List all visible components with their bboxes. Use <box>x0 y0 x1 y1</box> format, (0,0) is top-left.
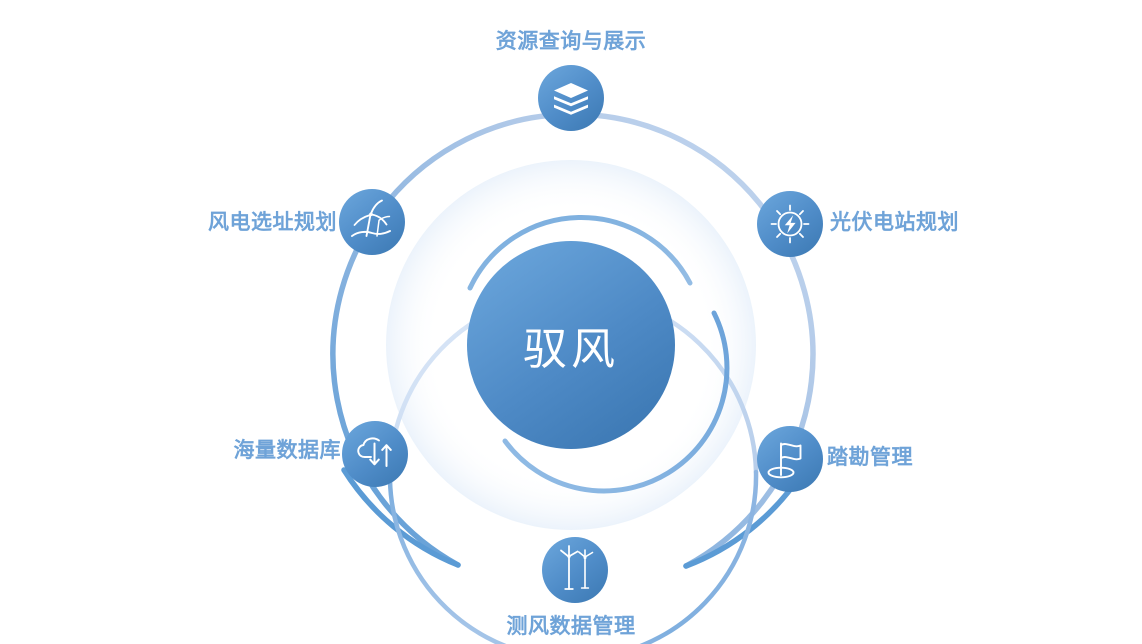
node-circle[interactable] <box>542 537 608 603</box>
bolt-glyph <box>784 215 796 234</box>
center-title: 驭风 <box>523 325 619 374</box>
wind-site-icon <box>351 199 391 237</box>
node-circle[interactable] <box>339 189 405 255</box>
label-wind-site-planning: 风电选址规划 <box>208 211 337 234</box>
label-pv-station-planning: 光伏电站规划 <box>830 211 959 234</box>
outer-ring-arc-accent <box>341 467 461 568</box>
node-pv-station-planning[interactable] <box>757 191 823 257</box>
label-mass-database: 海量数据库 <box>233 439 341 462</box>
wind-turbines-icon <box>560 545 594 590</box>
center-circle[interactable] <box>467 241 675 449</box>
flag-icon <box>767 442 802 479</box>
label-survey-management: 踏勘管理 <box>827 446 913 469</box>
node-resource-query[interactable] <box>538 65 604 131</box>
mid-ring-arc-lower <box>387 469 759 644</box>
node-wind-site-planning[interactable] <box>339 189 405 255</box>
node-wind-data-management[interactable] <box>542 537 608 603</box>
label-wind-data-management: 测风数据管理 <box>506 615 636 638</box>
node-survey-management[interactable] <box>757 426 823 492</box>
inner-arc-right <box>502 310 730 494</box>
layers-stack-icon <box>554 83 588 115</box>
node-mass-database[interactable] <box>342 421 408 487</box>
sun-bolt-icon <box>770 204 810 244</box>
node-circle[interactable] <box>757 426 823 492</box>
cloud-sync-icon <box>357 437 392 467</box>
inner-arc-left <box>467 214 693 291</box>
label-resource-query: 资源查询与展示 <box>495 30 647 53</box>
